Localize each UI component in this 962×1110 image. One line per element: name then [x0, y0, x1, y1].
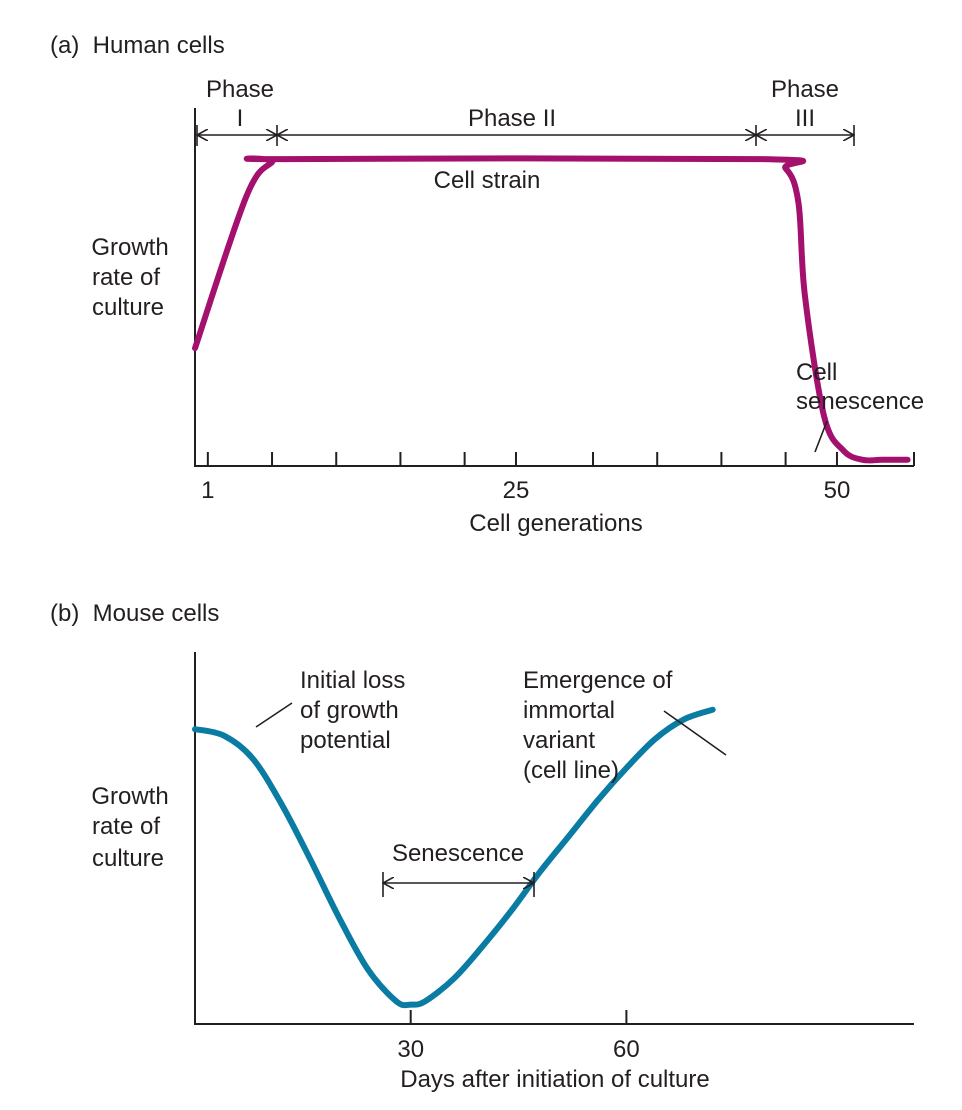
panel-b-tick-labels: 30 60 — [397, 1036, 639, 1063]
panel-b-title: (b) Mouse cells — [50, 600, 219, 627]
panel-a-ticks — [206, 452, 915, 466]
initial-loss-label-line1: Initial loss — [300, 667, 405, 694]
phase-2-label: Phase II — [468, 105, 556, 132]
panel-b-ticks — [409, 1010, 628, 1024]
panel-b-ylabel-line3: culture — [92, 845, 164, 872]
emergence-leader-line — [663, 710, 727, 756]
senescence-label-line2: senescence — [796, 388, 924, 415]
emergence-label-line1: Emergence of — [523, 667, 673, 694]
panel-b-x-tick-label: 30 — [397, 1036, 424, 1063]
initial-loss-label-line2: of growth — [300, 697, 399, 724]
cell-strain-curve — [192, 155, 911, 464]
senescence-label-line1: Cell — [796, 359, 837, 386]
panel-a-x-tick-label: 25 — [503, 477, 530, 504]
initial-loss-label-line3: potential — [300, 727, 391, 754]
phase-3-label-line1: Phase — [771, 76, 839, 103]
emergence-label-line2: immortal — [523, 697, 615, 724]
phase-1-label-line2: I — [237, 105, 244, 132]
panel-a-x-tick-label: 50 — [824, 477, 851, 504]
mouse-growth-curve — [192, 706, 716, 1009]
emergence-label-line4: (cell line) — [523, 757, 619, 784]
cell-strain-label: Cell strain — [434, 167, 541, 194]
panel-a-title: (a) Human cells — [50, 32, 225, 59]
panel-a-x-tick-label: 1 — [201, 477, 214, 504]
phase-1-label-line1: Phase — [206, 76, 274, 103]
panel-b-x-tick-label: 60 — [613, 1036, 640, 1063]
phase-3-label-line2: III — [795, 105, 815, 132]
panel-a-tick-labels: 1 25 50 — [201, 477, 850, 504]
initial-loss-leader-line — [255, 702, 293, 728]
senescence-leader-line — [814, 420, 828, 453]
emergence-label-line3: variant — [523, 727, 595, 754]
panel-a-ylabel-line2: rate of — [92, 264, 160, 291]
panel-b-xlabel: Days after initiation of culture — [400, 1066, 709, 1093]
panel-a-xlabel: Cell generations — [469, 510, 642, 537]
senescence-span-label: Senescence — [392, 840, 524, 867]
panel-b: (b) Mouse cells Growth rate of culture 3… — [50, 600, 914, 1093]
panel-b-ylabel-line2: rate of — [92, 813, 160, 840]
panel-a-ylabel-line3: culture — [92, 294, 164, 321]
panel-a: (a) Human cells Phase I Phase II Phase I… — [50, 32, 924, 537]
panel-a-ylabel-line1: Growth — [91, 234, 168, 261]
panel-b-ylabel-line1: Growth — [91, 783, 168, 810]
